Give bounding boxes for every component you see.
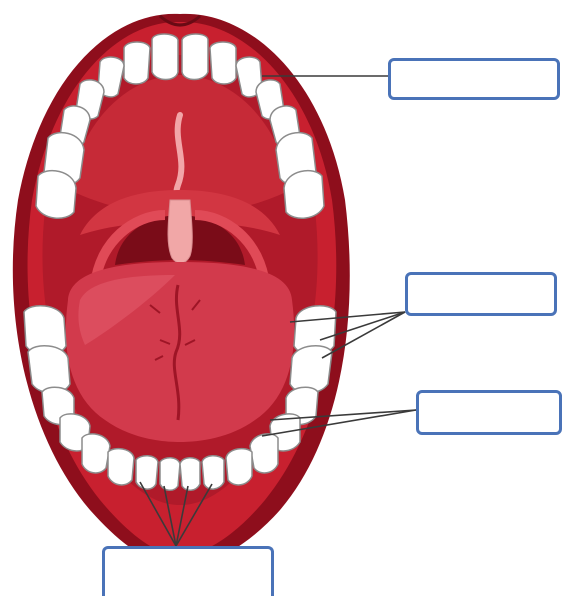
answer-box-bottom[interactable]: [102, 546, 274, 596]
lower-incisor-central-left-inner: [160, 458, 180, 491]
lower-incisor-lateral-left: [108, 449, 134, 485]
lower-molar-1-right: [290, 346, 332, 393]
uvula: [168, 200, 192, 263]
answer-box-middle-lower[interactable]: [416, 390, 562, 435]
lower-incisor-central-left-outer: [136, 456, 158, 489]
lower-incisor-central-right-inner: [180, 458, 200, 491]
lower-molar-1-left: [28, 346, 70, 393]
upper-incisor-central-left: [152, 34, 178, 80]
upper-molar-2-left: [36, 171, 76, 219]
lower-incisor-lateral-right: [226, 449, 252, 485]
answer-box-top[interactable]: [388, 58, 560, 100]
lower-incisor-central-right-outer: [202, 456, 224, 489]
lower-canine-right: [250, 434, 278, 473]
upper-incisor-central-right: [182, 34, 208, 80]
upper-incisor-lateral-right: [210, 42, 236, 84]
upper-molar-2-right: [284, 171, 324, 219]
lower-canine-left: [82, 434, 110, 473]
answer-box-middle-upper[interactable]: [405, 272, 557, 316]
upper-incisor-lateral-left: [124, 42, 150, 84]
